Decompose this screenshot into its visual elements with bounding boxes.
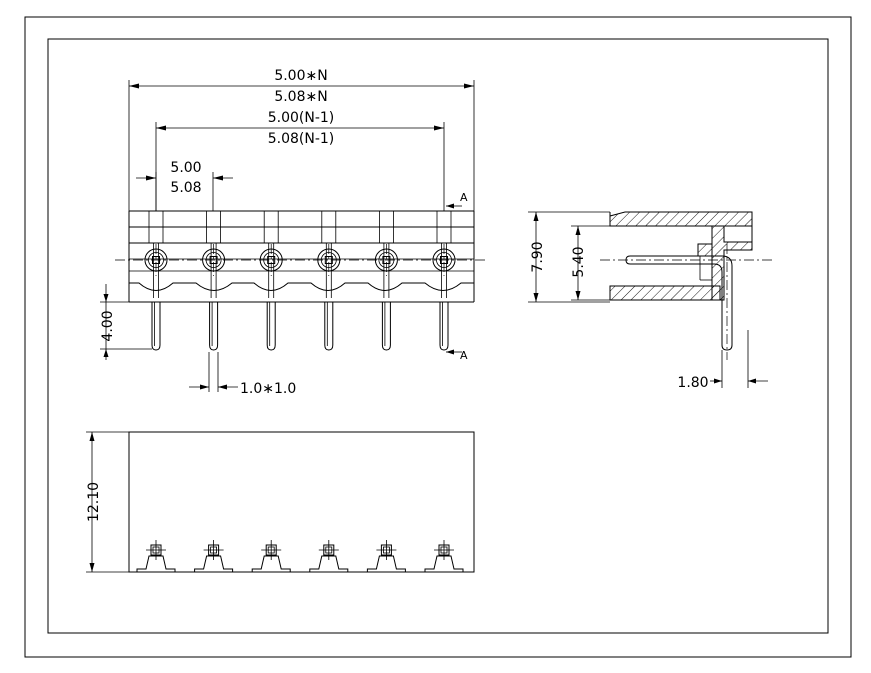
dimension-pin-size: 1.0∗1.0	[189, 352, 296, 397]
front-pin	[317, 244, 341, 351]
pin-length-label: 4.00	[100, 310, 116, 341]
front-view	[115, 210, 488, 351]
front-pin	[432, 244, 456, 351]
bottom-view	[128, 431, 475, 573]
dimension-side-height: 7.90	[528, 211, 610, 303]
span-500-label: 5.00(N-1)	[268, 110, 335, 126]
bottom-pin	[366, 540, 406, 572]
bottom-pin	[194, 540, 234, 572]
bottom-pin	[251, 540, 291, 572]
dimension-bottom-height: 12.10	[86, 431, 129, 573]
section-mark-bottom: A	[460, 349, 468, 362]
front-pin	[259, 244, 283, 351]
section-marks: A A	[446, 191, 468, 362]
dimension-side-pin-height: 5.40	[571, 225, 610, 301]
bottom-pin	[424, 540, 464, 572]
front-pin	[374, 244, 398, 351]
section-mark-top: A	[460, 191, 468, 204]
overall-508-label: 5.08∗N	[274, 89, 327, 105]
side-pin-offset-label: 1.80	[677, 375, 708, 391]
dimension-pitch: 5.00 5.08	[136, 160, 233, 211]
overall-500-label: 5.00∗N	[274, 68, 327, 84]
dimension-overall: 5.00∗N 5.08∗N	[128, 68, 475, 211]
side-pin-height-label: 5.40	[571, 246, 587, 277]
inner-frame	[47, 38, 829, 634]
bottom-pin	[136, 540, 176, 572]
front-pin	[202, 244, 226, 351]
side-height-label: 7.90	[530, 241, 546, 272]
pitch-508-label: 5.08	[170, 180, 201, 196]
pin-size-label: 1.0∗1.0	[240, 381, 296, 397]
dimension-side-pin-offset: 1.80	[677, 330, 768, 391]
front-pin	[144, 244, 168, 351]
dimension-pin-length: 4.00	[100, 284, 152, 360]
side-view	[600, 211, 772, 360]
dimension-span: 5.00(N-1) 5.08(N-1)	[155, 110, 445, 211]
pitch-500-label: 5.00	[170, 160, 201, 176]
span-508-label: 5.08(N-1)	[268, 131, 335, 147]
bottom-pin	[309, 540, 349, 572]
bottom-height-label: 12.10	[86, 482, 102, 522]
outer-frame	[24, 16, 852, 658]
